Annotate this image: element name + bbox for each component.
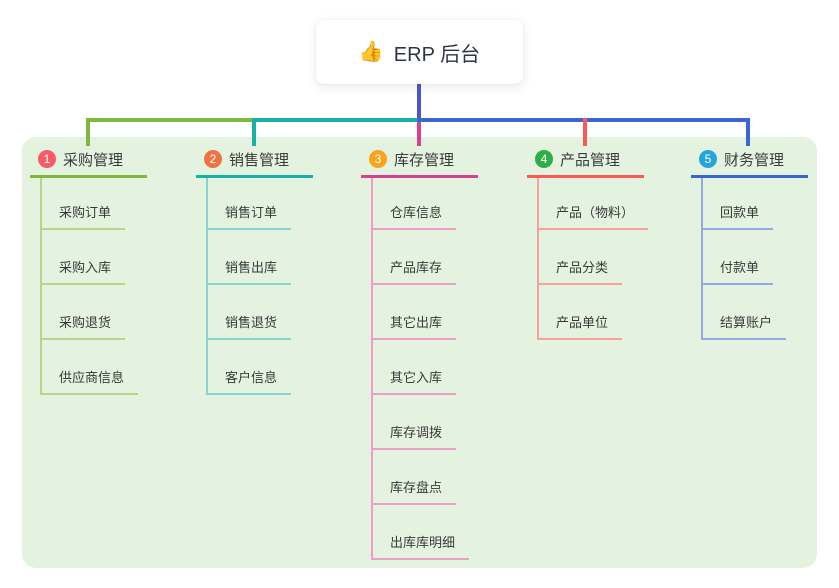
branch-title-inventory[interactable]: 3 库存管理 bbox=[361, 148, 478, 178]
child-node-label: 产品库存 bbox=[373, 257, 457, 285]
child-node-label: 采购退货 bbox=[42, 312, 126, 340]
child-node-label: 销售退货 bbox=[208, 312, 292, 340]
branch-title-label: 销售管理 bbox=[229, 151, 290, 169]
branch-inventory: 3 库存管理 仓库信息 产品库存 其它出库 其它入库 库存调拨 库存盘点 出库库… bbox=[361, 148, 478, 560]
branch-finance: 5 财务管理 回款单 付款单 结算账户 bbox=[691, 148, 808, 340]
branch-children-product: 产品（物料） 产品分类 产品单位 bbox=[537, 178, 649, 340]
child-node[interactable]: 销售出库 bbox=[208, 230, 313, 285]
child-node[interactable]: 销售退货 bbox=[208, 285, 313, 340]
child-node[interactable]: 其它出库 bbox=[373, 285, 478, 340]
branch-children-finance: 回款单 付款单 结算账户 bbox=[701, 178, 808, 340]
root-stem-connector bbox=[417, 84, 421, 120]
child-node[interactable]: 出库库明细 bbox=[373, 505, 478, 560]
child-node-label: 客户信息 bbox=[208, 367, 292, 395]
mindmap-panel bbox=[22, 137, 817, 568]
drop-connector-finance bbox=[746, 118, 750, 146]
branch-title-label: 库存管理 bbox=[394, 151, 455, 169]
branch-title-product[interactable]: 4 产品管理 bbox=[527, 148, 644, 178]
drop-connector-procurement bbox=[86, 118, 90, 146]
child-node[interactable]: 仓库信息 bbox=[373, 178, 478, 230]
drop-connector-product bbox=[583, 118, 587, 146]
child-node-label: 采购入库 bbox=[42, 257, 126, 285]
badge-1: 1 bbox=[38, 150, 56, 168]
child-node[interactable]: 采购退货 bbox=[42, 285, 147, 340]
child-node[interactable]: 供应商信息 bbox=[42, 340, 147, 395]
child-node-label: 付款单 bbox=[703, 257, 774, 285]
bus-segment-procurement bbox=[86, 118, 256, 122]
root-node-label: ERP 后台 bbox=[393, 43, 481, 66]
branch-product: 4 产品管理 产品（物料） 产品分类 产品单位 bbox=[527, 148, 649, 340]
child-node-label: 回款单 bbox=[703, 202, 774, 230]
branch-children-inventory: 仓库信息 产品库存 其它出库 其它入库 库存调拨 库存盘点 出库库明细 bbox=[371, 178, 478, 560]
branch-title-finance[interactable]: 5 财务管理 bbox=[691, 148, 808, 178]
branch-sales: 2 销售管理 销售订单 销售出库 销售退货 客户信息 bbox=[196, 148, 313, 395]
child-node-label: 结算账户 bbox=[703, 312, 787, 340]
child-node[interactable]: 客户信息 bbox=[208, 340, 313, 395]
badge-5: 5 bbox=[699, 150, 717, 168]
branch-title-sales[interactable]: 2 销售管理 bbox=[196, 148, 313, 178]
child-node-label: 其它出库 bbox=[373, 312, 457, 340]
branch-title-label: 财务管理 bbox=[724, 151, 785, 169]
branch-procurement: 1 采购管理 采购订单 采购入库 采购退货 供应商信息 bbox=[30, 148, 147, 395]
child-node[interactable]: 采购入库 bbox=[42, 230, 147, 285]
child-node[interactable]: 付款单 bbox=[703, 230, 808, 285]
child-node-label: 产品（物料） bbox=[539, 202, 649, 230]
badge-2: 2 bbox=[204, 150, 222, 168]
child-node[interactable]: 产品分类 bbox=[539, 230, 648, 285]
badge-4: 4 bbox=[535, 150, 553, 168]
child-node[interactable]: 采购订单 bbox=[42, 178, 147, 230]
child-node-label: 出库库明细 bbox=[373, 532, 470, 560]
thumbs-up-icon: 👍 bbox=[358, 41, 384, 63]
child-node[interactable]: 产品库存 bbox=[373, 230, 478, 285]
branch-children-procurement: 采购订单 采购入库 采购退货 供应商信息 bbox=[40, 178, 147, 395]
branch-title-label: 采购管理 bbox=[63, 151, 124, 169]
child-node[interactable]: 产品（物料） bbox=[539, 178, 649, 230]
root-node[interactable]: 👍 ERP 后台 bbox=[316, 20, 523, 84]
branch-children-sales: 销售订单 销售出库 销售退货 客户信息 bbox=[206, 178, 313, 395]
child-node-label: 产品单位 bbox=[539, 312, 623, 340]
child-node[interactable]: 销售订单 bbox=[208, 178, 313, 230]
branch-title-label: 产品管理 bbox=[560, 151, 621, 169]
child-node[interactable]: 结算账户 bbox=[703, 285, 808, 340]
child-node-label: 仓库信息 bbox=[373, 202, 457, 230]
child-node[interactable]: 产品单位 bbox=[539, 285, 648, 340]
child-node-label: 销售出库 bbox=[208, 257, 292, 285]
child-node[interactable]: 回款单 bbox=[703, 178, 808, 230]
child-node-label: 采购订单 bbox=[42, 202, 126, 230]
drop-connector-inventory bbox=[417, 122, 421, 146]
child-node-label: 供应商信息 bbox=[42, 367, 139, 395]
branch-title-procurement[interactable]: 1 采购管理 bbox=[30, 148, 147, 178]
bus-segment-sales bbox=[252, 118, 419, 122]
child-node[interactable]: 库存调拨 bbox=[373, 395, 478, 450]
badge-3: 3 bbox=[369, 150, 387, 168]
child-node[interactable]: 库存盘点 bbox=[373, 450, 478, 505]
child-node[interactable]: 其它入库 bbox=[373, 340, 478, 395]
child-node-label: 库存调拨 bbox=[373, 422, 457, 450]
child-node-label: 销售订单 bbox=[208, 202, 292, 230]
child-node-label: 产品分类 bbox=[539, 257, 623, 285]
drop-connector-sales bbox=[252, 118, 256, 146]
child-node-label: 其它入库 bbox=[373, 367, 457, 395]
child-node-label: 库存盘点 bbox=[373, 477, 457, 505]
